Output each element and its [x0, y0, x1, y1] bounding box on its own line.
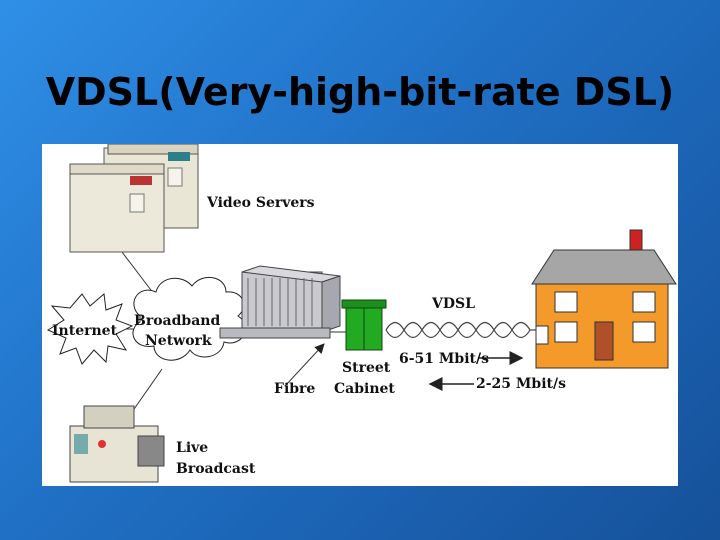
internet-label: Internet: [52, 323, 118, 339]
diagram-canvas: Video Servers Internet Broadband Network…: [46, 144, 677, 483]
vdsl-diagram: Video Servers Internet Broadband Network…: [42, 144, 678, 486]
slide-title: VDSL(Very-high-bit-rate DSL): [45, 70, 675, 114]
vdsl-label: VDSL: [431, 296, 475, 312]
video-server-icon: [69, 144, 199, 253]
live-label-line2: Broadcast: [176, 461, 256, 477]
live-label-line1: Live: [176, 440, 208, 456]
video-servers-label: Video Servers: [206, 195, 315, 211]
broadband-label-line1: Broadband: [134, 313, 220, 329]
broadband-label-line2: Network: [145, 333, 212, 349]
building-windows: [247, 278, 313, 326]
street-cabinet-icon: [341, 299, 387, 351]
upstream-rate-label: 2-25 Mbit/s: [476, 376, 566, 392]
downstream-rate-label: 6-51 Mbit/s: [399, 351, 489, 367]
internet-cloud-icon: [46, 293, 134, 365]
vdsl-twisted-pair: [385, 321, 536, 339]
street-label-line2: Cabinet: [334, 381, 395, 397]
broadband-network-cloud-icon: [132, 277, 246, 361]
fibre-label: Fibre: [274, 381, 315, 397]
camera-icon: [69, 405, 165, 483]
exchange-building-icon: [219, 265, 341, 339]
street-label-line1: Street: [342, 360, 391, 376]
house-icon: [531, 229, 677, 369]
